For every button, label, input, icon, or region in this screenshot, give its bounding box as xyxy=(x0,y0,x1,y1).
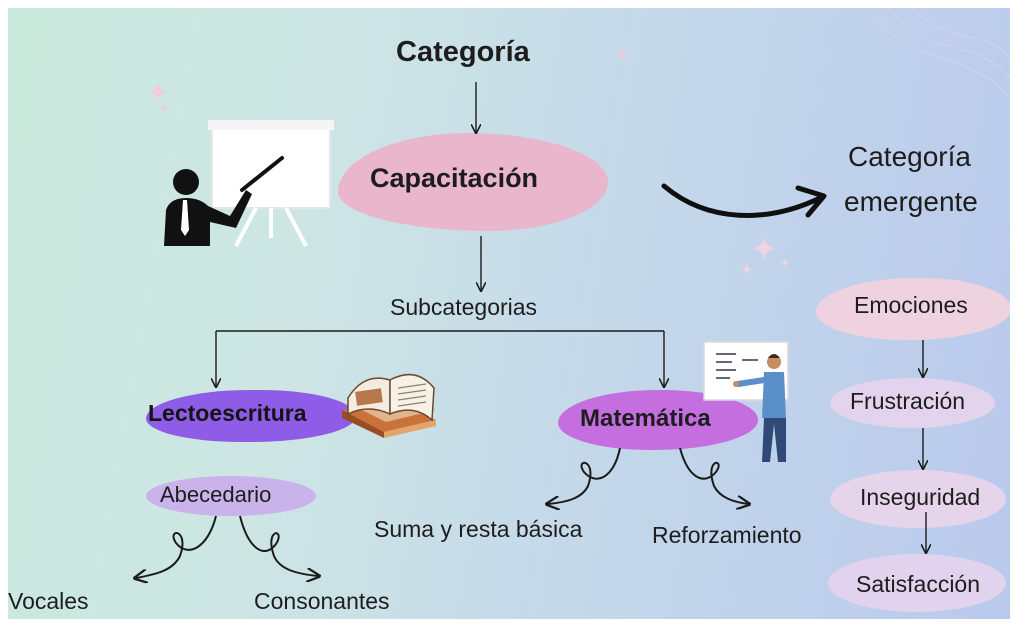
connectors xyxy=(8,82,1010,619)
center-topic: Capacitación xyxy=(370,163,539,193)
lectoescritura-label: Lectoescritura xyxy=(148,400,307,426)
curved-arrow-icon xyxy=(661,183,823,218)
emergent-item-inseguridad: Inseguridad xyxy=(860,484,981,510)
leaf-vocales: Vocales xyxy=(8,588,89,614)
frustracion-blob xyxy=(830,378,995,428)
sparkle-icon: ✦ xyxy=(750,231,779,269)
loop-arrow-suma xyxy=(548,447,621,504)
emociones-blob xyxy=(816,278,1010,340)
presenter-icon xyxy=(164,120,334,247)
inseguridad-blob xyxy=(830,470,1006,528)
category-title: Categoría xyxy=(396,36,530,68)
sparkle-icon: ✦ xyxy=(146,77,170,108)
leaf-reforzamiento: Reforzamiento xyxy=(652,522,802,548)
concept-map: ✦ ✦ ✦ ✦ ✦ ✦ xyxy=(8,8,1010,619)
capacitacion-blob xyxy=(338,133,608,231)
emergent-item-emociones: Emociones xyxy=(854,292,968,318)
loop-arrow-consonantes xyxy=(239,515,318,576)
sparkle-icon: ✦ xyxy=(780,256,791,270)
matematica-label: Matemática xyxy=(580,405,711,432)
emergent-title-line1: Categoría xyxy=(848,141,971,172)
loop-arrow-vocales xyxy=(136,515,217,578)
subcategories-label: Subcategorias xyxy=(390,294,538,320)
emergent-item-frustracion: Frustración xyxy=(850,388,966,414)
satisfaccion-blob xyxy=(828,554,1006,612)
teacher-icon xyxy=(703,341,789,462)
sparkle-icon: ✦ xyxy=(158,100,170,116)
sparkle-icon: ✦ xyxy=(740,262,754,279)
books-icon xyxy=(342,373,436,438)
sparkle-icon: ✦ xyxy=(614,44,631,66)
lectoescritura-blob xyxy=(146,390,356,442)
loop-arrow-reforzamiento xyxy=(679,447,748,504)
leaf-suma-resta: Suma y resta básica xyxy=(374,516,583,542)
leaf-consonantes: Consonantes xyxy=(254,588,390,614)
emergent-title-line2: emergente xyxy=(844,186,978,217)
emergent-item-satisfaccion: Satisfacción xyxy=(856,571,981,597)
abecedario-label: Abecedario xyxy=(160,482,272,507)
abecedario-blob xyxy=(146,476,316,516)
background-contours xyxy=(867,8,1010,99)
